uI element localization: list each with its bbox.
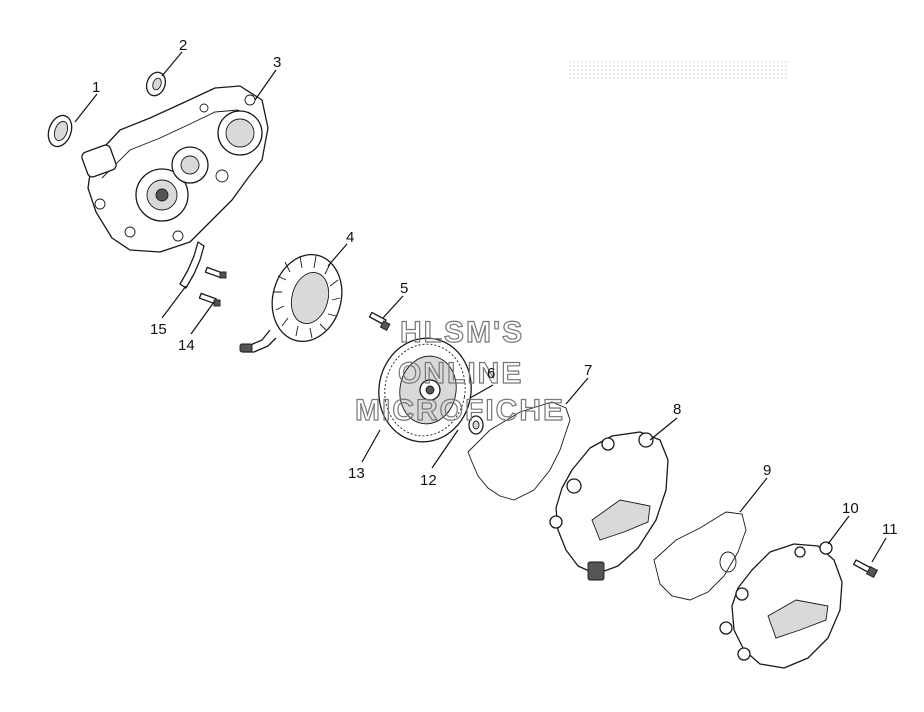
- watermark-line-3: MICROFICHE: [355, 394, 565, 427]
- watermark: HLSM'S ONLINE MICROFICHE: [354, 315, 565, 427]
- callout-13: 13: [348, 465, 365, 482]
- callout-5: 5: [400, 280, 408, 297]
- callout-12: 12: [420, 472, 437, 489]
- part-1-seal: [47, 114, 73, 148]
- part-2-seal: [145, 71, 167, 97]
- callout-11: 11: [882, 521, 898, 538]
- part-3-crankcase-cover: [81, 85, 269, 253]
- callout-9: 9: [763, 462, 771, 479]
- part-14-bolts: [198, 266, 227, 307]
- callout-7: 7: [584, 362, 592, 379]
- part-9-gasket: [653, 511, 747, 601]
- callout-3: 3: [273, 54, 281, 71]
- watermark-line-2: ONLINE: [398, 357, 523, 390]
- callout-2: 2: [179, 37, 187, 54]
- callout-15: 15: [150, 321, 167, 338]
- callout-10: 10: [842, 500, 859, 517]
- scan-artifact: [568, 60, 788, 80]
- part-7-gasket: [467, 401, 571, 501]
- part-5-bolt: [368, 311, 391, 332]
- callout-1: 1: [92, 79, 100, 96]
- part-11-bolt: [852, 559, 879, 579]
- part-15-bracket: [179, 241, 205, 289]
- part-12-nut: [468, 415, 484, 435]
- callout-labels: 1 2 3 4 5 6 7 8 9 10 11 12 13 14 15: [92, 37, 898, 538]
- callout-6: 6: [487, 365, 495, 382]
- part-4-stator: [239, 253, 343, 353]
- callout-8: 8: [673, 401, 681, 418]
- part-10-outer-cover: [719, 541, 843, 669]
- callout-14: 14: [178, 337, 195, 354]
- part-8-housing-cover: [549, 431, 669, 581]
- watermark-line-1: HLSM'S: [400, 316, 524, 349]
- callout-4: 4: [346, 229, 354, 246]
- leader-lines: [74, 51, 887, 563]
- part-13-flywheel: [378, 337, 472, 443]
